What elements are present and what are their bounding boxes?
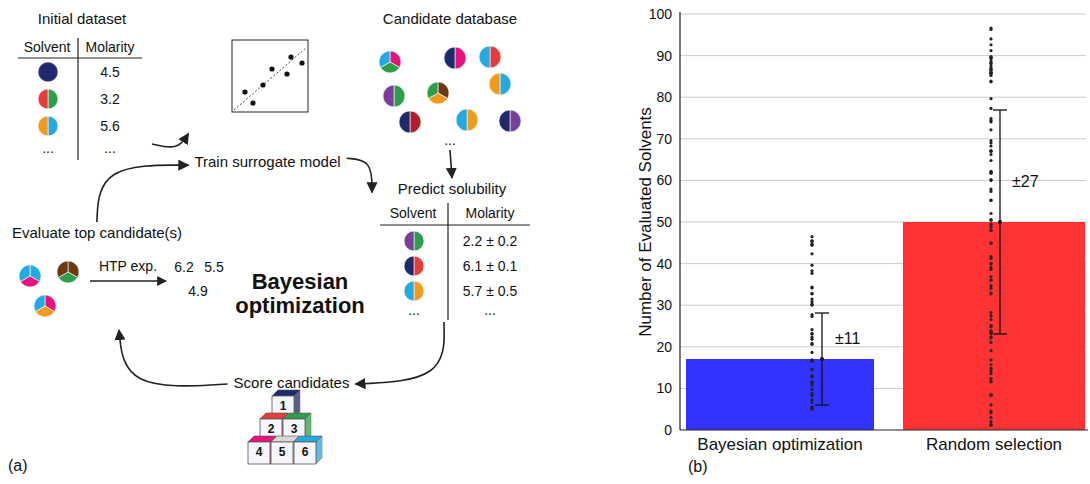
label: Random selection [926,435,1062,455]
label: 4 [256,446,263,460]
label: Molarity [85,39,134,55]
label: ... [444,132,456,148]
label: 6.2 [174,259,193,275]
label: ... [42,140,54,156]
cycle-arrow [97,165,189,222]
label: ±27 [1012,173,1039,191]
label: Molarity [465,205,514,221]
scatter-frame [232,40,308,112]
stage-title: Train surrogate model [194,153,340,170]
label: ... [104,140,116,156]
label: ... [408,302,420,318]
scatter-dots [242,54,304,105]
cycle-arrow [347,158,372,192]
stage-node: Score candidates [228,372,356,396]
label: Solvent [390,205,437,221]
stage-title: Predict solubility [398,180,506,197]
stage-node: Train surrogate model [188,35,346,172]
table-rule [18,57,142,58]
label: 6 [302,446,309,460]
table-rule [380,224,530,225]
mean-dot [998,220,1002,224]
stage-title: Score candidates [234,374,350,391]
label: 3.2 [100,91,119,107]
label: 1 [280,400,287,414]
bar [903,222,1085,430]
stage-node: Evaluate top candidate(s) [8,222,230,330]
htp-arrow [90,280,166,281]
tick-label: 10 [656,380,672,396]
tick-label: 0 [664,422,672,438]
rank-cubes [248,390,322,464]
cycle-arrow [355,322,444,384]
stage-node: Initial dataset [12,8,152,168]
tick-label: 40 [656,256,672,272]
stage-node: Candidate database [372,8,528,150]
label: Number of Evaluated Solvents [636,107,656,337]
label: ±11 [835,330,860,348]
tick-label: 70 [656,131,672,147]
tick-label: 100 [649,6,672,22]
data-dots [810,26,992,426]
stage-node: Predict solubility [372,178,532,322]
cycle-arrow [450,150,452,178]
label: Bayesian optimization [215,270,385,318]
tick-label: 80 [656,89,672,105]
error-bars [815,110,1007,405]
table-rule [447,203,448,320]
mean-dot [820,357,824,361]
label: Bayesian optimization [697,435,862,455]
stage-title: Candidate database [383,10,517,27]
bar [686,359,874,430]
cycle-arrow [119,330,228,386]
table-rule [77,38,78,160]
tick-label: 20 [656,339,672,355]
tick-label: 90 [656,48,672,64]
label: 3 [291,423,298,437]
tick-label: 30 [656,297,672,313]
label: 6.1 ± 0.1 [463,258,517,274]
label: (a) [8,457,28,475]
label: 2 [268,423,275,437]
label: HTP exp. [99,258,157,274]
y-axis [679,12,680,430]
stage-title: Initial dataset [38,10,126,27]
stage-title: Evaluate top candidate(s) [12,224,182,241]
x-axis [680,429,1088,430]
label: 5.7 ± 0.5 [463,283,517,299]
label: 4.5 [100,64,119,80]
label: 2.2 ± 0.2 [463,233,517,249]
label: (b) [688,458,708,476]
label: 4.9 [188,283,207,299]
label: 5.6 [100,118,119,134]
label: 5 [279,446,286,460]
tick-label: 60 [656,172,672,188]
fit-line [234,48,306,110]
cycle-arrow [152,134,188,147]
label: 5.5 [204,259,223,275]
label: Solvent [24,39,71,55]
label: ... [484,302,496,318]
tick-label: 50 [656,214,672,230]
